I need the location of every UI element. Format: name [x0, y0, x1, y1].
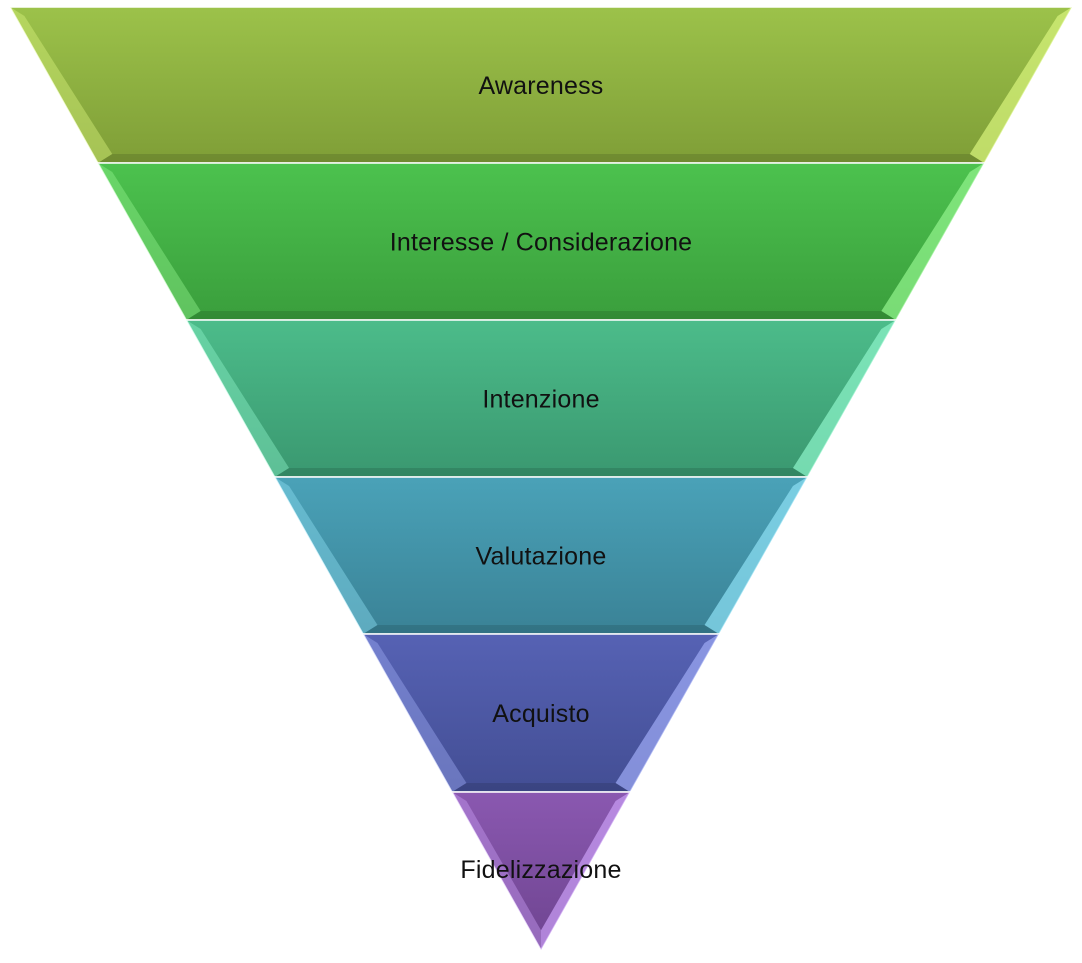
stage-bevel-right	[792, 320, 896, 477]
funnel-labels: Awareness Interesse / Considerazione Int…	[390, 72, 693, 884]
stage-bevel-right	[881, 163, 985, 320]
stage-label-awareness: Awareness	[478, 72, 603, 100]
stage-bevel-right	[615, 634, 719, 792]
stage-bevel-bottom	[97, 154, 985, 163]
stage-bevel-right	[969, 7, 1072, 163]
stage-bevel-right	[704, 477, 808, 634]
stage-bevel-bottom	[363, 625, 719, 634]
stage-bevel-left	[97, 163, 201, 320]
stage-label-intenzione: Intenzione	[482, 386, 599, 414]
stage-bevel-bottom	[274, 468, 808, 477]
stage-label-acquisto: Acquisto	[492, 700, 590, 728]
stage-bevel-bottom	[186, 311, 896, 320]
funnel-stages	[8, 6, 1074, 952]
stage-label-fidelizzazione: Fidelizzazione	[460, 856, 621, 884]
stage-bevel-left	[274, 477, 378, 634]
stage-bevel-left	[363, 634, 467, 792]
stage-bevel-right	[541, 792, 630, 950]
stage-bevel-left	[452, 792, 541, 950]
stage-bevel-left	[10, 7, 113, 163]
stage-label-interesse: Interesse / Considerazione	[390, 229, 693, 257]
stage-bevel-left	[186, 320, 290, 477]
stage-bevel-bottom	[452, 783, 630, 792]
stage-label-valutazione: Valutazione	[476, 543, 607, 571]
